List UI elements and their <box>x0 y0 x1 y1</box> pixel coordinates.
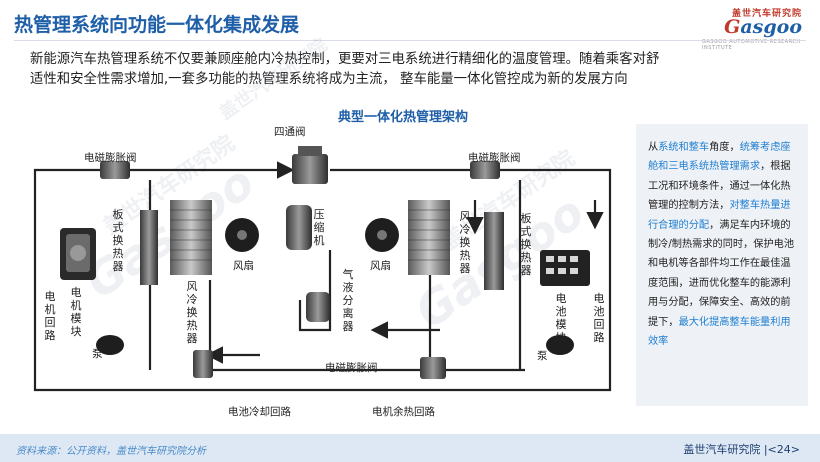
title-divider <box>14 40 806 41</box>
label-motor-module: 电机模块 <box>70 286 82 338</box>
footer-bar <box>0 434 820 462</box>
logo-subtitle: GASGOO AUTOMOTIVE RESEARCH INSTITUTE <box>702 39 801 51</box>
label-separator: 气液分离器 <box>342 268 354 333</box>
pump-left <box>96 335 124 355</box>
logo-wordmark: Gasgoo <box>724 16 802 38</box>
intro-line-2: 适性和安全性需求增加,一套多功能的热管理系统将成为主流， 整车能量一体化管控成为… <box>30 72 628 87</box>
label-pump-left: 泵 <box>92 348 103 360</box>
air-heat-exchanger-left <box>170 200 212 275</box>
page-title: 热管理系统向功能一体化集成发展 <box>14 14 300 36</box>
expansion-valve-bottom <box>420 357 446 379</box>
label-expansion-valve-top-left: 电磁膨胀阀 <box>84 152 137 164</box>
gas-liquid-separator-image <box>306 292 330 322</box>
svg-text:盖世汽车研究院: 盖世汽车研究院 <box>215 34 331 124</box>
label-expansion-valve-bottom: 电磁膨胀阀 <box>325 362 378 374</box>
label-expansion-valve-top-right: 电磁膨胀阀 <box>468 152 521 164</box>
description-panel: 从系统和整车角度，统筹考虑座舱和三电系统热管理需求，根据工况和环境条件，通过一体… <box>636 124 808 406</box>
air-heat-exchanger-right <box>408 200 450 275</box>
label-battery-loop: 电池回路 <box>593 292 605 344</box>
label-air-hx-right: 风冷换热器 <box>459 210 471 275</box>
plate-heat-exchanger-left <box>140 210 158 285</box>
footer-page-number: 盖世汽车研究院 |<24> <box>683 443 800 456</box>
label-fan-left: 风扇 <box>233 260 254 272</box>
highlight-energy-efficiency: 最大化提高整车能量利用效率 <box>648 316 791 348</box>
expansion-valve-top-right <box>470 161 500 179</box>
diagram-title: 典型一体化热管理架构 <box>338 110 469 125</box>
logo-institute-name: 盖世汽车研究院 <box>731 9 802 19</box>
label-battery-module: 电池模块 <box>555 292 567 344</box>
highlight-system-vehicle: 系统和整车 <box>658 142 710 153</box>
fan-right <box>365 218 399 252</box>
label-motor-waste-heat-loop: 电机余热回路 <box>372 406 435 418</box>
footer-source: 资料来源：公开资料，盖世汽车研究院分析 <box>16 446 206 457</box>
intro-line-1: 新能源汽车热管理系统不仅要兼顾座舱内冷热控制，更要对三电系统进行精细化的温度管理… <box>30 52 660 67</box>
intro-paragraph: 新能源汽车热管理系统不仅要兼顾座舱内冷热控制，更要对三电系统进行精细化的温度管理… <box>30 50 800 90</box>
label-air-hx-left: 风冷换热器 <box>186 280 198 345</box>
label-compressor: 压缩机 <box>313 208 325 247</box>
gasgoo-logo: 盖世汽车研究院 Gasgoo GASGOO AUTOMOTIVE RESEARC… <box>702 6 802 51</box>
highlight-cabin-three-electric: 统筹考虑座舱和三电系统热管理需求 <box>648 142 791 173</box>
compressor-image <box>286 205 312 250</box>
motor-module-image <box>60 228 96 280</box>
label-battery-cooling-loop: 电池冷却回路 <box>228 406 291 418</box>
label-motor-loop: 电机回路 <box>44 290 56 342</box>
watermark: 盖世汽车研究院 Gasgoo 盖世汽车研究院 Gasgoo 盖世汽车研究院 <box>75 34 594 339</box>
pump-right <box>546 335 574 355</box>
label-fan-right: 风扇 <box>370 260 391 272</box>
label-plate-hx-left: 板式换热器 <box>112 208 124 273</box>
label-plate-hx-right: 板式换热器 <box>520 212 532 277</box>
four-way-valve <box>292 146 328 184</box>
description-text: 从系统和整车角度，统筹考虑座舱和三电系统热管理需求，根据工况和环境条件，通过一体… <box>648 142 795 348</box>
highlight-heat-distribution: 对整车热量进行合理的分配 <box>648 200 791 231</box>
battery-module-image <box>540 250 590 286</box>
label-four-way-valve: 四通阀 <box>274 126 306 138</box>
expansion-valve-bottom-left <box>193 350 213 378</box>
plate-heat-exchanger-right <box>484 212 504 290</box>
expansion-valve-top-left <box>100 161 130 179</box>
label-pump-right: 泵 <box>537 350 548 362</box>
fan-left <box>225 218 259 252</box>
